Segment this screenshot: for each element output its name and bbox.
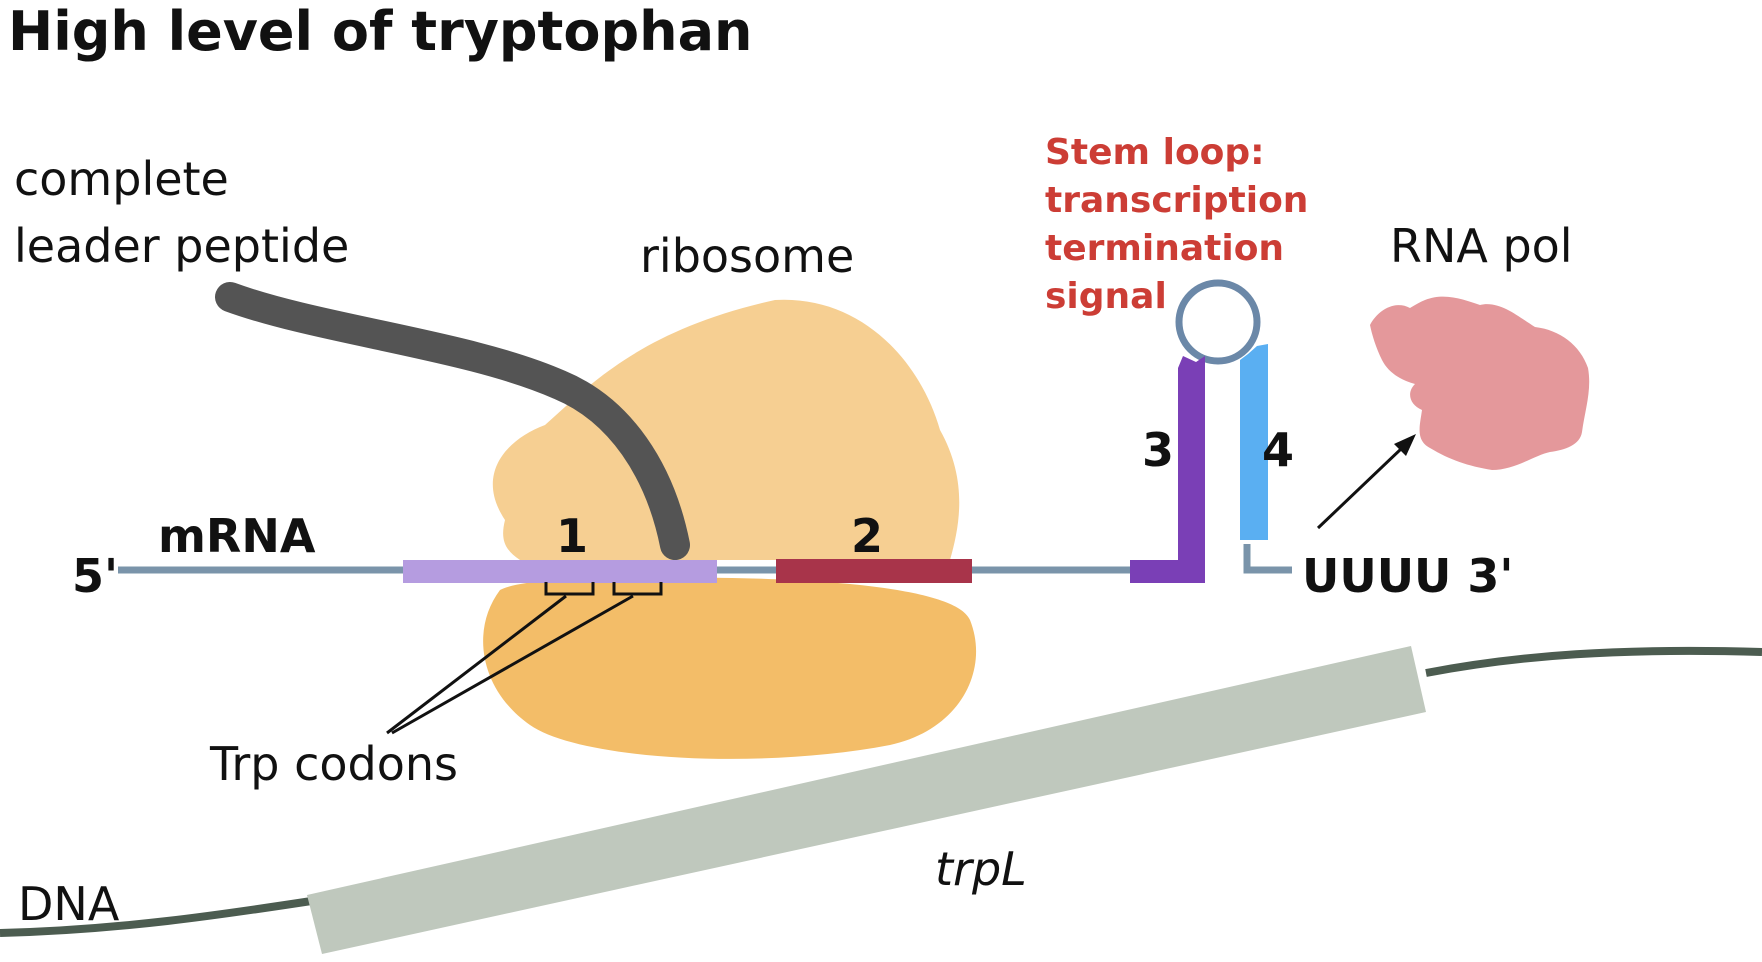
dna-strand-left — [0, 896, 319, 937]
uuuu-3prime-label: UUUU 3' — [1302, 549, 1514, 603]
trp-codon-bracket-2 — [612, 582, 663, 596]
region-4-segment — [1240, 344, 1268, 540]
trp-pointer-line-1 — [386, 594, 567, 735]
rna-polymerase — [1370, 296, 1590, 470]
region-1-label: 1 — [556, 509, 588, 563]
dna-strand-right — [1425, 646, 1762, 677]
trp-pointer-line-2 — [391, 594, 634, 735]
five-prime-label: 5' — [72, 549, 118, 603]
region-3-segment — [1130, 356, 1205, 583]
complete-label: complete — [14, 152, 229, 206]
trpl-label: trpL — [935, 842, 1027, 896]
region-1-segment — [403, 560, 717, 583]
trp-codons-label: Trp codons — [209, 737, 458, 791]
mrna-label: mRNA — [158, 509, 316, 563]
stem-loop-label-2: transcription — [1045, 180, 1308, 221]
region-2-segment — [776, 559, 972, 583]
diagram-title: High level of tryptophan — [8, 0, 752, 63]
region-3-label: 3 — [1142, 423, 1174, 477]
leader-peptide-label: leader peptide — [14, 219, 349, 273]
mrna-3prime-tail — [1243, 544, 1292, 574]
leader-peptide — [215, 282, 690, 560]
rna-pol-label: RNA pol — [1390, 219, 1573, 273]
release-arrow-shaft — [1316, 446, 1404, 530]
ribosome-label: ribosome — [640, 229, 854, 283]
stem-loop-label-4: signal — [1045, 276, 1167, 317]
trpl-gene-box — [307, 646, 1426, 954]
release-arrow-head — [1394, 434, 1416, 456]
stem-loop-hairpin — [1175, 279, 1261, 365]
stem-loop-label-3: termination — [1045, 228, 1284, 269]
ribosome-large-subunit — [492, 299, 960, 560]
stem-loop-label: Stem loop: — [1045, 132, 1265, 173]
ribosome-small-subunit — [483, 577, 977, 759]
region-4-label: 4 — [1262, 423, 1294, 477]
trp-codon-bracket-1 — [544, 582, 595, 596]
region-2-label: 2 — [851, 509, 883, 563]
dna-label: DNA — [18, 877, 120, 931]
